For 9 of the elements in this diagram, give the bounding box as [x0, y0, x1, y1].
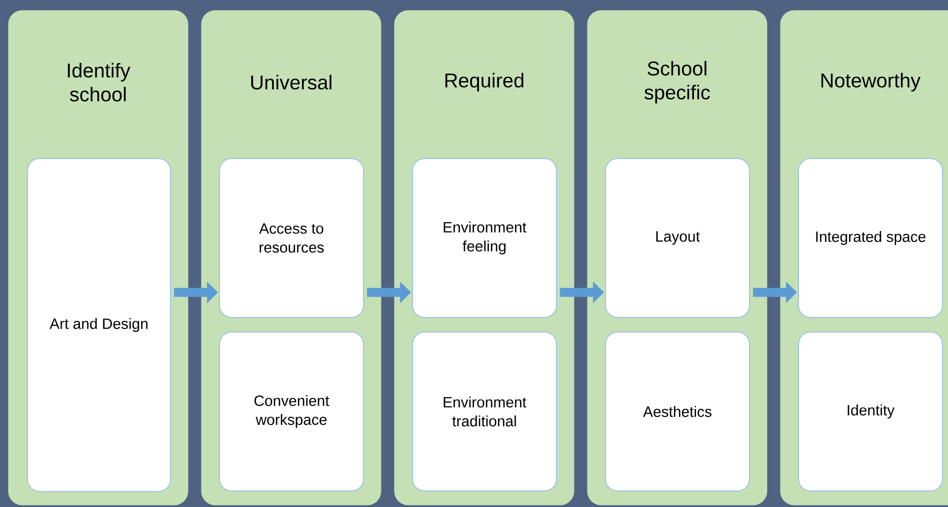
item-box: Convenient workspace — [219, 332, 364, 492]
item-box: Aesthetics — [605, 332, 750, 492]
item-box: Integrated space — [798, 158, 943, 318]
item-box: Identity — [798, 332, 943, 492]
item-box: Access to resources — [219, 158, 364, 318]
item-box: Environment traditional — [412, 332, 557, 492]
item-box: Layout — [605, 158, 750, 318]
item-box: Environment feeling — [412, 158, 557, 318]
item-box: Art and Design — [27, 158, 171, 492]
